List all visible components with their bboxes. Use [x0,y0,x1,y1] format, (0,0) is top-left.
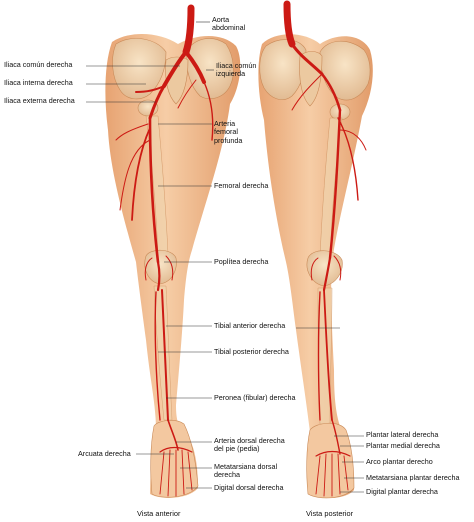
anterior-foot [150,420,199,498]
label-digital-dorsal: Digital dorsal derecha [214,483,284,492]
posterior-view [258,0,373,499]
anterior-tibia [153,285,173,421]
label-iliaca-comun-izquierda: Iliaca común izquierda [216,61,257,79]
anterior-tibial [161,289,169,421]
arcuate [159,446,193,453]
label-iliaca-comun-derecha: Iliaca común derecha [4,60,73,69]
left-common-iliac [184,50,206,84]
anterior-view [105,4,241,498]
label-metatarsiana-dorsal: Metatarsiana dorsal derecha [214,462,278,480]
label-poplitea-derecha: Poplítea derecha [214,257,269,266]
label-tibial-posterior-derecha: Tibial posterior derecha [214,347,289,356]
anterior-sacrum [165,56,189,105]
right-common-iliac [162,50,188,88]
label-femoral-derecha: Femoral derecha [214,181,269,190]
deep-femoral [131,127,151,221]
label-arco-plantar: Arco plantar derecho [366,457,433,466]
label-digital-plantar: Digital plantar derecha [366,487,438,496]
anterior-arteries [115,4,214,497]
posterior-ilium-left [259,39,307,100]
caption-vista-anterior: Vista anterior [137,509,181,518]
posterior-ilium-right [319,40,371,101]
external-iliac [148,84,166,120]
posterior-foot [306,422,355,499]
label-dorsal-pie: Arteria dorsal derecha del pie (pedia) [214,436,285,454]
label-arcuata-derecha: Arcuata derecha [78,449,131,458]
label-iliaca-interna-derecha: Iliaca interna derecha [4,78,73,87]
posterior-arteries [283,0,367,497]
label-tibial-anterior-derecha: Tibial anterior derecha [214,321,286,330]
caption-vista-posterior: Vista posterior [306,509,354,518]
label-plantar-lateral: Plantar lateral derecha [366,430,439,439]
abdominal-aorta-anterior [182,4,195,56]
label-peronea-derecha: Peronea (fibular) derecha [214,393,296,402]
popliteal [156,260,161,292]
femoral-artery [148,116,160,264]
posterior-tibial [154,291,161,421]
anterior-ilium-right [185,38,234,99]
label-iliaca-externa-derecha: Iliaca externa derecha [4,96,75,105]
label-femoral-profunda: Arteria femoral profunda [214,119,243,145]
label-aorta-abdominal: Aorta abdominal [212,15,246,33]
leader-lines [86,21,364,493]
abdominal-aorta-posterior [283,0,296,48]
label-metatarsiana-plantar: Metatarsiana plantar derecha [366,473,460,482]
label-plantar-medial: Plantar medial derecha [366,441,440,450]
